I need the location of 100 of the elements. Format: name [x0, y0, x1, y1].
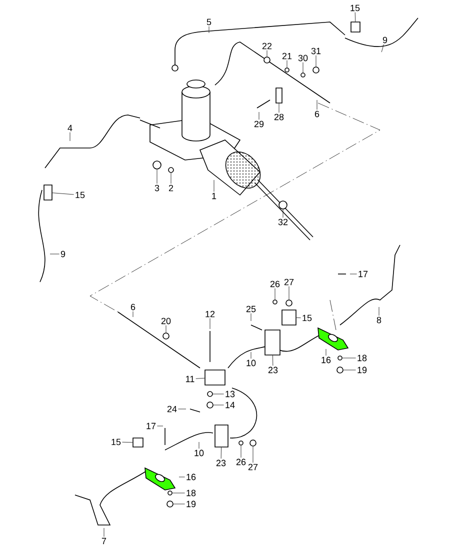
callout-number: 29 [254, 120, 264, 128]
nut-washer [162, 332, 170, 340]
callout-number: 31 [311, 48, 321, 54]
callout-number: 15 [350, 4, 360, 12]
callout-number: 27 [284, 278, 294, 286]
nut-washer [284, 68, 290, 72]
callout-number: 4 [68, 124, 72, 132]
callout-number: 26 [270, 280, 280, 288]
leader-line [170, 172, 172, 184]
callout-number: 15 [302, 314, 312, 322]
leader-line [122, 442, 133, 443]
bracket-part [132, 438, 144, 448]
nut-washer [300, 72, 306, 78]
bracket-part [350, 22, 360, 32]
callout-number: 16 [186, 474, 196, 480]
callout-number: 11 [186, 376, 194, 382]
leader-line [208, 26, 210, 34]
callout-number: 15 [76, 192, 85, 198]
leader-line [178, 408, 186, 410]
callout-number: 18 [186, 490, 196, 496]
leader-line [172, 492, 185, 494]
callout-number: 18 [358, 354, 367, 362]
nut-washer [206, 402, 214, 408]
nut-washer [207, 391, 213, 397]
leader-line [196, 378, 205, 379]
callout-number: 6 [314, 110, 320, 118]
leader-line [282, 209, 284, 218]
leader-line [354, 12, 356, 22]
nut-washer [250, 440, 256, 446]
bracket-part [276, 88, 282, 104]
callout-number: 28 [274, 114, 284, 120]
bracket-part [44, 184, 52, 200]
leader-line [316, 100, 318, 110]
callout-number: 21 [282, 52, 292, 60]
leader-line [286, 60, 288, 68]
bracket-part [282, 310, 296, 326]
nut-washer [166, 500, 174, 508]
callout-number: 15 [112, 438, 121, 446]
bracket-part [214, 424, 228, 448]
callout-number: 2 [168, 184, 174, 192]
callout-number: 3 [154, 184, 160, 192]
callout-number: 19 [186, 500, 196, 508]
leader-line [302, 62, 304, 73]
leader-line [156, 169, 158, 184]
leader-line [274, 288, 276, 300]
nut-washer [152, 160, 162, 170]
callout-number: 12 [206, 310, 215, 318]
leader-line [220, 447, 222, 459]
callout-number: 25 [246, 306, 256, 312]
callout-number: 10 [246, 360, 256, 366]
leader-line [252, 446, 254, 463]
callout-number: 19 [358, 366, 367, 374]
leader-line [52, 192, 74, 195]
callout-number: 24 [167, 406, 177, 412]
callout-number: 10 [194, 450, 204, 456]
leader-line [266, 50, 268, 57]
callout-number: 5 [206, 18, 212, 26]
callout-number: 22 [262, 42, 272, 50]
callout-number: 20 [161, 318, 171, 324]
callout-number: 17 [146, 422, 156, 430]
nut-washer [168, 167, 174, 173]
callout-number: 1 [212, 192, 216, 200]
leader-line [240, 445, 242, 458]
nut-washer [272, 300, 278, 304]
nut-washer [312, 66, 320, 74]
leader-line [258, 112, 260, 120]
leader-line [198, 442, 200, 449]
leader-line [132, 311, 134, 318]
callout-number: 32 [278, 218, 288, 226]
nut-washer [286, 300, 292, 306]
callout-number: 17 [358, 270, 368, 278]
leader-line [381, 44, 384, 52]
leader-line [250, 313, 252, 322]
callout-number: 27 [248, 464, 258, 470]
nut-washer [278, 200, 288, 210]
nut-washer [264, 56, 270, 64]
callout-number: 9 [382, 36, 388, 44]
leader-line [250, 352, 252, 359]
callout-number: 26 [236, 458, 246, 466]
leader-line [213, 404, 224, 406]
nut-washer [338, 356, 342, 360]
callout-number: 6 [130, 304, 136, 310]
leader-line [378, 306, 380, 316]
callout-number: 14 [226, 402, 235, 408]
callout-number: 8 [376, 316, 382, 324]
callout-number: 30 [298, 54, 308, 62]
callout-number: 13 [226, 390, 235, 398]
bracket-part [204, 370, 226, 386]
leader-line [278, 103, 280, 113]
callout-number: 7 [102, 538, 106, 544]
leader-line [272, 355, 274, 366]
callout-number: 16 [322, 356, 331, 364]
leader-line [288, 286, 290, 300]
callout-number: 23 [268, 366, 278, 374]
callout-number: 9 [60, 250, 66, 258]
callout-number: 23 [216, 460, 226, 466]
leader-line [178, 476, 185, 478]
bracket-part [264, 330, 280, 356]
nut-washer [168, 490, 172, 496]
nut-washer [336, 366, 344, 374]
